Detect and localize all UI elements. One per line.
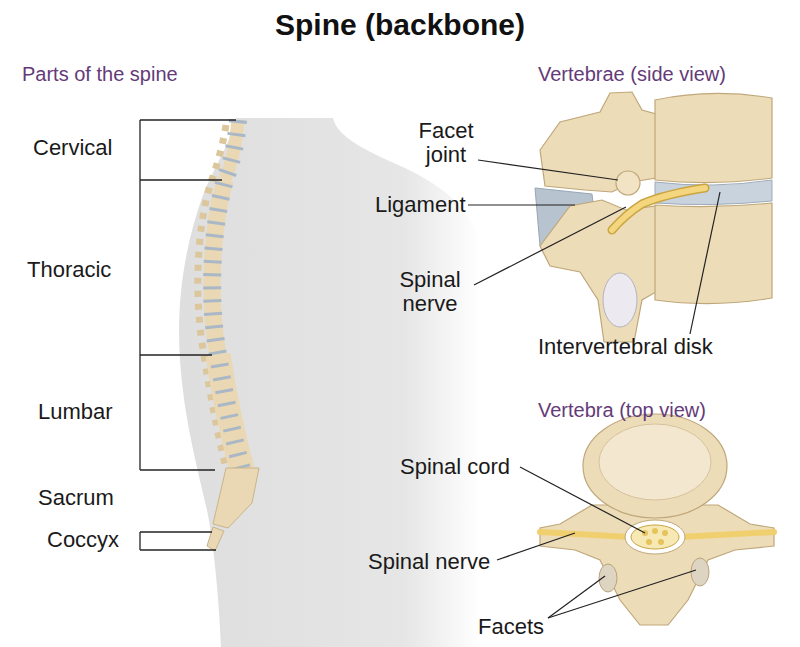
nerve-side-view xyxy=(612,188,705,230)
part-label: Ligament xyxy=(375,193,466,217)
panel-heading: Parts of the spine xyxy=(22,63,178,85)
nerve-side-view xyxy=(612,188,705,230)
bracket-tick xyxy=(140,549,216,550)
leader-line xyxy=(520,467,645,533)
endplate xyxy=(599,424,711,500)
facet-shape xyxy=(691,558,709,586)
leader-line xyxy=(497,533,575,560)
sacrum-bone xyxy=(213,468,259,528)
vertebral-body-top xyxy=(583,414,727,518)
region-label: Thoracic xyxy=(27,258,111,282)
nerve-fibre xyxy=(662,530,668,536)
region-label: Lumbar xyxy=(38,400,113,424)
nerve-top-view xyxy=(540,532,630,537)
nerve-top-view xyxy=(680,532,774,537)
bracket-tick xyxy=(140,354,212,355)
part-label: Intervertebral disk xyxy=(538,335,713,359)
leader-line xyxy=(548,576,605,618)
lower-vertebral-body xyxy=(655,203,772,304)
bracket-tick xyxy=(140,179,222,180)
coccyx-bone xyxy=(207,527,224,551)
region-label: Sacrum xyxy=(38,486,114,510)
facet-joint-shape xyxy=(616,171,640,195)
part-label: Spinal nerve xyxy=(385,268,475,316)
spinal-cord-shape xyxy=(631,525,679,549)
part-label: Facets xyxy=(478,615,544,639)
leader-line xyxy=(468,204,575,205)
leader-line xyxy=(690,192,720,334)
panel-heading: Vertebrae (side view) xyxy=(538,63,726,85)
upper-vertebral-body xyxy=(655,93,772,182)
leader-line xyxy=(548,570,696,618)
nerve-fibre xyxy=(658,539,664,545)
spinal-disks xyxy=(212,120,242,470)
region-label: Cervical xyxy=(33,136,112,160)
vertebral-arch xyxy=(540,505,774,625)
part-label: Spinal nerve xyxy=(368,550,490,574)
nerve-fibre xyxy=(646,539,652,545)
nerve-fibre xyxy=(652,528,658,534)
diagram-title: Spine (backbone) xyxy=(275,8,525,41)
region-label: Coccyx xyxy=(47,528,119,552)
lumbar-vertebrae xyxy=(218,355,242,470)
bracket-line xyxy=(139,532,140,550)
part-label: Facet joint xyxy=(406,119,486,167)
leader-lines xyxy=(468,160,720,618)
bracket-line xyxy=(139,120,140,470)
region-brackets xyxy=(140,120,236,550)
spinal-canal xyxy=(625,520,685,554)
part-label: Spinal cord xyxy=(400,455,510,479)
thoracic-vertebrae xyxy=(212,180,225,355)
spinous-process-tip xyxy=(603,273,637,327)
bracket-tick xyxy=(140,119,236,120)
bracket-tick xyxy=(140,469,215,470)
panel-heading: Vertebra (top view) xyxy=(538,399,706,421)
leader-line xyxy=(478,160,618,180)
nerve-fibres xyxy=(642,528,668,545)
bracket-tick xyxy=(140,531,212,532)
leader-line xyxy=(474,207,626,285)
